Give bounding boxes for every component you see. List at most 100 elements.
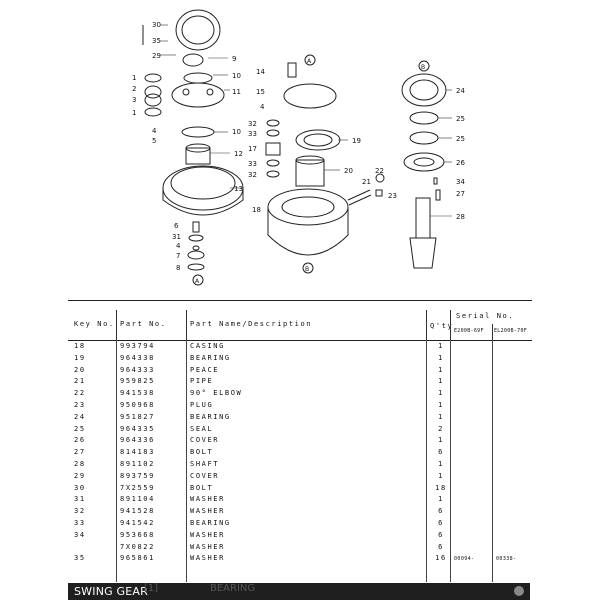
cell-part-no: 814183 (120, 448, 155, 457)
cell-part-no: 891102 (120, 459, 155, 468)
callout: 22 (375, 167, 384, 175)
cell-key-no: 32 (74, 507, 86, 516)
cell-qty: 1 (438, 412, 444, 421)
callout: 18 (252, 206, 261, 214)
callout: B (305, 266, 309, 273)
cell-part-name: SEAL (190, 424, 214, 433)
cell-part-name: WASHER (190, 495, 225, 504)
cell-key-no: 18 (74, 342, 86, 350)
parts-table: Key No. Part No. Part Name/Description Q… (68, 310, 532, 565)
header-serial-col1: E200B-69F (454, 328, 484, 334)
cell-part-name: 90° ELBOW (190, 389, 243, 398)
cell-part-no: 891104 (120, 495, 155, 504)
cell-qty: 1 (438, 353, 444, 362)
callout: 7 (176, 252, 180, 260)
callout: 15 (256, 88, 265, 96)
callout: 27 (456, 190, 465, 198)
header-serial-col2: EL200B-70F (494, 328, 528, 334)
callout: 24 (456, 87, 465, 95)
cell-key-no: 28 (74, 459, 86, 468)
cell-key-no: 23 (74, 400, 86, 409)
cell-qty: 1 (438, 471, 444, 480)
cell-part-name: BEARING (190, 412, 231, 421)
cell-qty: 6 (438, 507, 444, 516)
cell-serial-col2: 00338- (496, 556, 517, 563)
cell-qty: 1 (438, 459, 444, 468)
header-part-no: Part No. (120, 320, 167, 328)
cell-part-no: 941528 (120, 507, 155, 516)
callout: 21 (362, 178, 371, 186)
cell-part-no: 7X2559 (120, 483, 155, 492)
cell-serial-col1: 00094- (454, 556, 475, 563)
cell-qty: 6 (438, 518, 444, 527)
footer-ghost-key: [1] (144, 583, 159, 594)
cell-part-name: BEARING (190, 353, 231, 362)
footer-title: SWING GEAR (74, 585, 148, 598)
cell-key-no: 25 (74, 424, 86, 433)
callout: 1 (132, 74, 136, 82)
callout: 14 (256, 68, 265, 76)
section-divider (68, 300, 532, 301)
cell-part-no: 964333 (120, 365, 155, 374)
table-row: 32 941528 WASHER 6 (68, 506, 532, 518)
callout: 32 (248, 171, 257, 179)
table-header: Key No. Part No. Part Name/Description Q… (68, 310, 532, 341)
callout: 2 (132, 85, 136, 93)
cell-qty: 6 (438, 530, 444, 539)
footer-ghost-name: BEARING (210, 583, 256, 594)
cell-part-no: 964338 (120, 353, 155, 362)
header-key-no: Key No. (74, 320, 115, 328)
cell-key-no: 35 (74, 554, 86, 563)
callout: A (307, 58, 312, 65)
cell-qty: 6 (438, 542, 444, 551)
callout: 1 (132, 109, 136, 117)
cell-qty: 1 (438, 377, 444, 386)
cell-part-name: WASHER (190, 554, 225, 563)
cell-key-no: 29 (74, 471, 86, 480)
cell-part-no: 964335 (120, 424, 155, 433)
callout: 10 (232, 128, 241, 136)
cell-qty: 1 (438, 436, 444, 445)
callout: B (421, 64, 425, 71)
callout: A (195, 278, 200, 285)
cell-part-name: WASHER (190, 507, 225, 516)
callout: 6 (174, 222, 179, 230)
close-icon[interactable] (514, 586, 524, 596)
callout: 31 (172, 233, 181, 241)
cell-key-no: 24 (74, 412, 86, 421)
cell-part-name: BEARING (190, 518, 231, 527)
cell-key-no: 27 (74, 448, 86, 457)
cell-part-no: 953668 (120, 530, 155, 539)
callout: 32 (248, 120, 257, 128)
cell-qty: 2 (438, 424, 444, 433)
cell-qty: 18 (435, 483, 447, 492)
cell-part-name: PLUG (190, 400, 214, 409)
cell-part-no: 959825 (120, 377, 155, 386)
callout: 23 (388, 192, 397, 200)
cell-part-name: COVER (190, 471, 220, 480)
cell-qty: 1 (438, 389, 444, 398)
exploded-view-diagram: 30 35 29 9 10 11 1 2 3 1 4 5 10 12 13 6 … (68, 0, 532, 292)
cell-key-no: 31 (74, 495, 86, 504)
cell-key-no: 20 (74, 365, 86, 374)
callout: 25 (456, 135, 465, 143)
header-serial: Serial No. (456, 312, 515, 320)
cell-qty: 1 (438, 365, 444, 374)
cell-part-no: 965861 (120, 554, 155, 563)
exploded-view-svg: 30 35 29 9 10 11 1 2 3 1 4 5 10 12 13 6 … (132, 9, 465, 286)
callout: 11 (232, 88, 241, 96)
